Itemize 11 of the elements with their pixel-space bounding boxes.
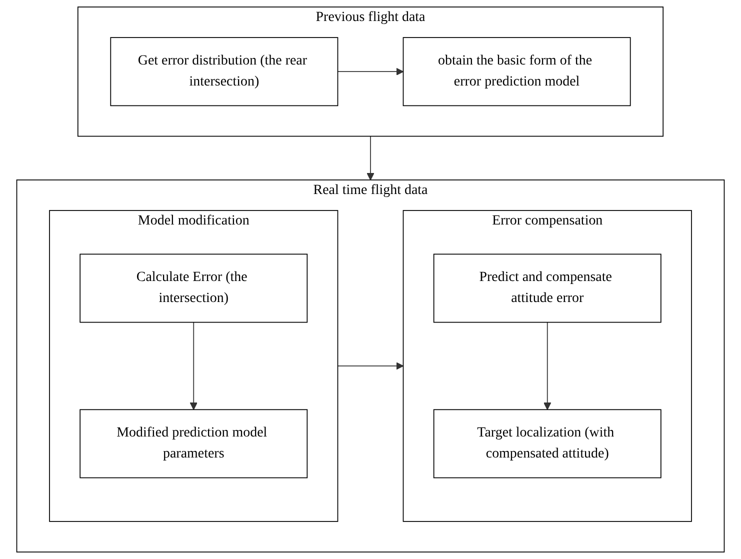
arrow [337, 68, 404, 76]
arrow [190, 322, 198, 410]
node-box: obtain the basic form of the error prediction model [402, 37, 631, 106]
node-box: Modified prediction model parameters [80, 409, 308, 478]
arrow [366, 136, 374, 180]
node-box: Get error distribution (the rear intersection) [110, 37, 338, 106]
arrow [544, 322, 552, 410]
arrow [337, 362, 404, 370]
node-box: Predict and compensate attitude error [433, 254, 662, 323]
node-box: Target localization (with compensated attitude) [433, 409, 662, 478]
node-box: Calculate Error (the intersection) [80, 254, 308, 323]
